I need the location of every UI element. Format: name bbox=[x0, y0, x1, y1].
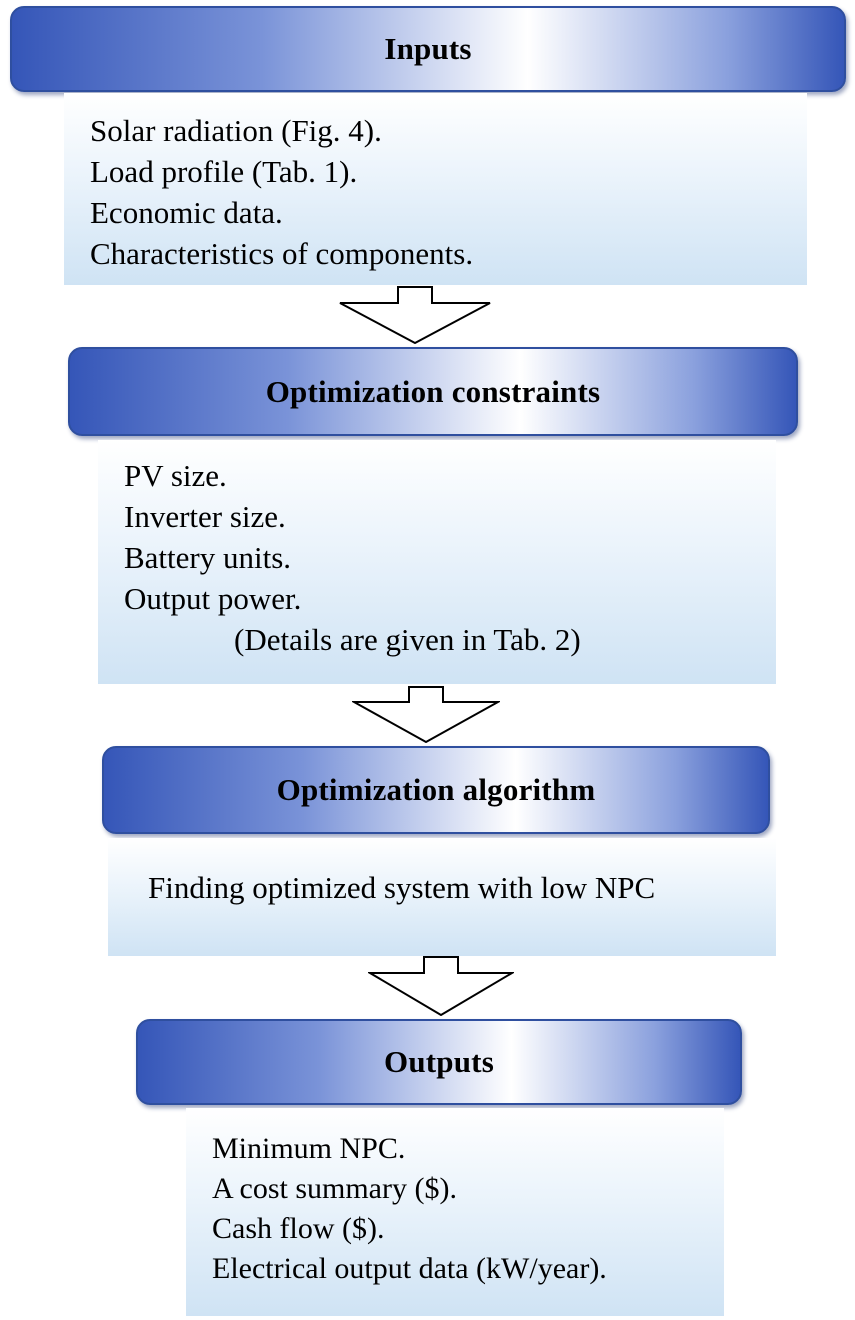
step-item: Inverter size. bbox=[124, 499, 286, 534]
step-body-algorithm: Finding optimized system with low NPC bbox=[108, 838, 776, 956]
step-header-algorithm: Optimization algorithm bbox=[102, 746, 770, 834]
step-item: Minimum NPC. bbox=[212, 1132, 406, 1165]
step-item: Load profile (Tab. 1). bbox=[90, 154, 358, 189]
step-item: Economic data. bbox=[90, 195, 283, 230]
step-title-constraints: Optimization constraints bbox=[265, 373, 601, 409]
step-title-algorithm: Optimization algorithm bbox=[276, 772, 596, 807]
step-body-outputs: Minimum NPC. A cost summary ($). Cash fl… bbox=[186, 1108, 724, 1316]
step-header-outputs: Outputs bbox=[136, 1019, 742, 1105]
step-title-outputs: Outputs bbox=[384, 1044, 494, 1079]
down-arrow-icon bbox=[339, 286, 491, 344]
step-header-inputs: Inputs bbox=[10, 6, 846, 92]
step-body-constraints: PV size. Inverter size. Battery units. O… bbox=[98, 440, 776, 684]
step-item: Cash flow ($). bbox=[212, 1212, 385, 1245]
step-item: PV size. bbox=[124, 458, 227, 493]
step-item: Solar radiation (Fig. 4). bbox=[90, 113, 382, 148]
down-arrow-icon bbox=[352, 686, 500, 743]
step-item: A cost summary ($). bbox=[212, 1172, 457, 1205]
step-title-inputs: Inputs bbox=[384, 31, 472, 66]
step-item: Electrical output data (kW/year). bbox=[212, 1252, 607, 1285]
step-header-constraints: Optimization constraints bbox=[68, 347, 798, 436]
step-item: Characteristics of components. bbox=[90, 236, 474, 271]
step-note: (Details are given in Tab. 2) bbox=[234, 622, 581, 657]
step-item: Finding optimized system with low NPC bbox=[148, 870, 656, 905]
step-item: Battery units. bbox=[124, 540, 292, 575]
down-arrow-icon bbox=[368, 956, 514, 1016]
step-item: Output power. bbox=[124, 581, 302, 616]
step-body-inputs: Solar radiation (Fig. 4). Load profile (… bbox=[64, 93, 807, 285]
